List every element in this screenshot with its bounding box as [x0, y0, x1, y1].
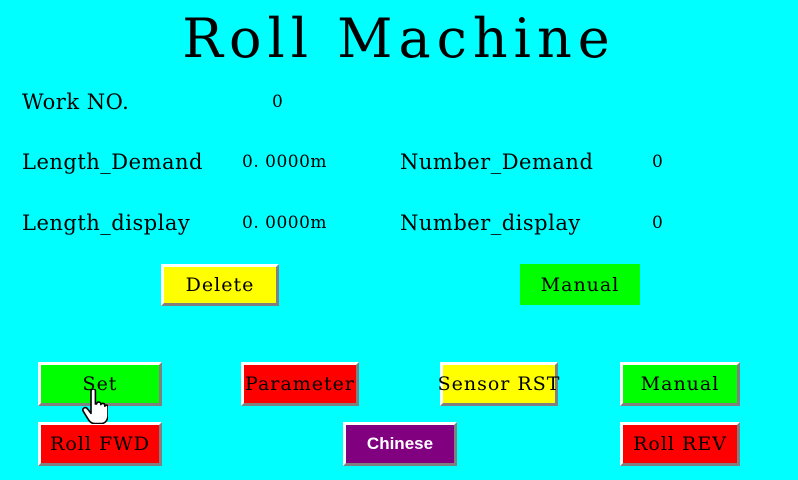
field-value-number-display: 0 [652, 213, 664, 233]
field-value-length-display: 0. 0000m [242, 213, 328, 233]
field-label-number-demand: Number_Demand [400, 150, 594, 174]
roll-rev-button[interactable]: Roll REV [620, 422, 740, 466]
chinese-button[interactable]: Chinese [343, 422, 457, 466]
field-label-length-display: Length_display [22, 211, 191, 235]
roll-fwd-button[interactable]: Roll FWD [38, 422, 162, 466]
field-value-number-demand: 0 [652, 152, 664, 172]
manual-top-button[interactable]: Manual [520, 264, 640, 305]
field-label-work-no: Work NO. [22, 90, 130, 114]
field-label-number-display: Number_display [400, 211, 581, 235]
field-label-length-demand: Length_Demand [22, 150, 203, 174]
page-title: Roll Machine [182, 7, 616, 70]
delete-button[interactable]: Delete [161, 264, 279, 306]
set-button[interactable]: Set [38, 362, 162, 406]
parameter-button[interactable]: Parameter [241, 362, 359, 406]
sensor-rst-button[interactable]: Sensor RST [438, 362, 559, 406]
field-value-length-demand: 0. 0000m [242, 152, 328, 172]
manual-button[interactable]: Manual [620, 362, 740, 406]
field-value-work-no: 0 [272, 92, 284, 112]
